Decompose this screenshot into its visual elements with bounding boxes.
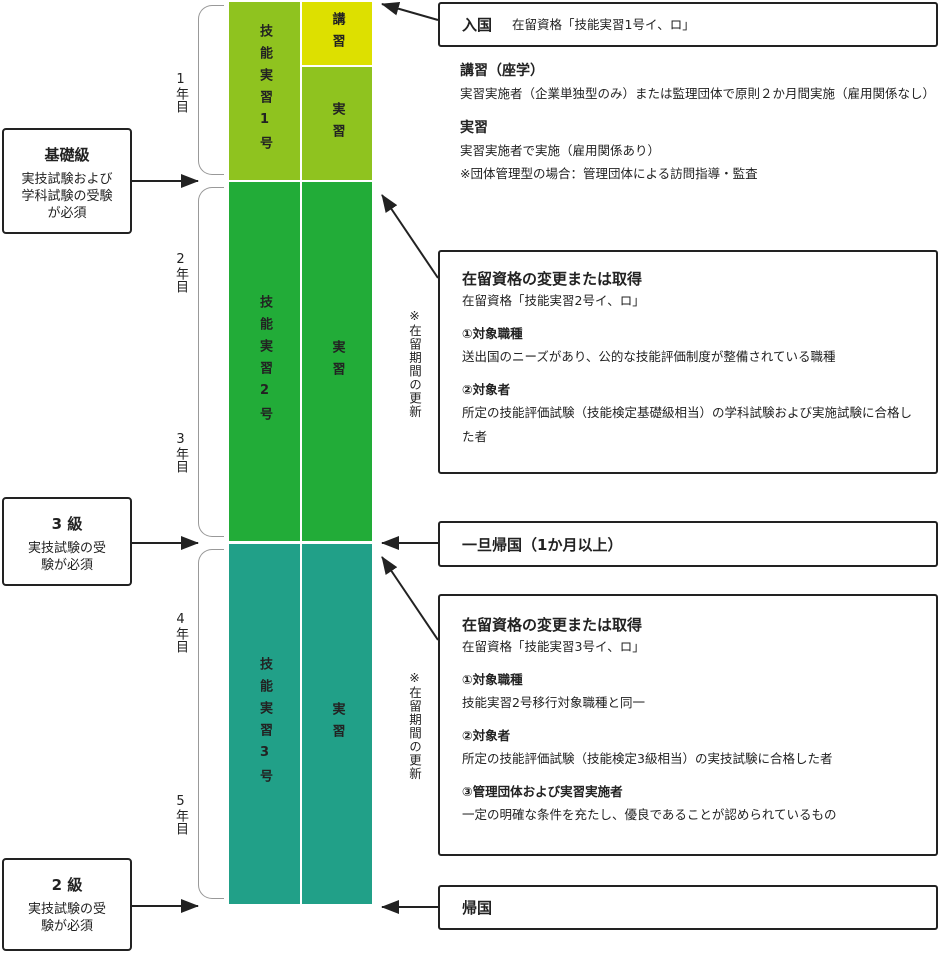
return-box: 帰国 xyxy=(438,885,938,930)
change3-status: 在留資格「技能実習3号イ、ロ」 xyxy=(462,639,645,654)
practice2-label: 実習 xyxy=(329,339,345,384)
grade2-box: 2 級 実技試験の受験が必須 xyxy=(2,858,132,951)
year-1: 1年目 xyxy=(173,72,188,113)
renewal-note-2: ※在留期間の更新 xyxy=(407,670,422,781)
practice2-block: 実習 xyxy=(302,182,372,541)
change3-title: 在留資格の変更または取得 xyxy=(462,616,643,634)
tit3-label: 技能実習3号 xyxy=(257,657,272,791)
tit1-label: 技能実習1号 xyxy=(257,24,272,158)
bracket-2 xyxy=(198,187,224,537)
practice1-label: 実習 xyxy=(329,101,345,146)
grade-title: 基礎級 xyxy=(44,146,90,164)
item-text: 一定の明確な条件を充たし、優良であることが認められているもの xyxy=(462,807,837,822)
practice1-block: 実習 xyxy=(302,67,372,180)
tit3-block: 技能実習3号 xyxy=(229,544,300,904)
grade-text: 実技試験および学科試験の受験が必須 xyxy=(21,172,113,221)
change2-title: 在留資格の変更または取得 xyxy=(462,270,643,288)
item-text: 技能実習2号移行対象職種と同一 xyxy=(462,695,645,710)
entry-title: 入国 xyxy=(462,16,493,34)
grade-title: 3 級 xyxy=(51,515,83,533)
lecture-info-text: 実習実施者（企業単独型のみ）または監理団体で原則２か月間実施（雇用関係なし） xyxy=(460,86,936,101)
lecture-info: 講習（座学） 実習実施者（企業単独型のみ）または監理団体で原則２か月間実施（雇用… xyxy=(460,60,936,185)
tit2-label: 技能実習2号 xyxy=(257,294,272,429)
change2-status: 在留資格「技能実習2号イ、ロ」 xyxy=(462,293,645,308)
year-4: 4年目 xyxy=(173,612,188,653)
item-head: ③管理団体および実習実施者 xyxy=(462,784,623,799)
item-head: ②対象者 xyxy=(462,382,511,397)
item-text: 所定の技能評価試験（技能検定基礎級相当）の学科試験および実施試験に合格した者 xyxy=(462,405,913,444)
temp-return-label: 一旦帰国（1か月以上） xyxy=(462,535,623,554)
item-text: 送出国のニーズがあり、公的な技能評価制度が整備されている職種 xyxy=(462,349,836,364)
lecture-info-title: 講習（座学） xyxy=(460,63,544,79)
entry-status: 在留資格「技能実習1号イ、ロ」 xyxy=(512,16,695,32)
return-label: 帰国 xyxy=(462,899,493,917)
grade3-box: 3 級 実技試験の受験が必須 xyxy=(2,497,132,586)
basic-grade-box: 基礎級 実技試験および学科試験の受験が必須 xyxy=(2,128,132,234)
practice-info-note: ※団体管理型の場合：管理団体による訪問指導・監査 xyxy=(460,166,758,181)
tit1-block: 技能実習1号 xyxy=(229,2,300,180)
temp-return-box: 一旦帰国（1か月以上） xyxy=(438,521,938,567)
bracket-3 xyxy=(198,549,224,899)
year-3: 3年目 xyxy=(173,432,188,473)
tit2-block: 技能実習2号 xyxy=(229,182,300,541)
arrow-entry xyxy=(381,1,439,21)
renewal-note-1: ※在留期間の更新 xyxy=(407,308,422,419)
bracket-1 xyxy=(198,5,224,175)
arrow-change2 xyxy=(381,194,439,279)
arrow-change3 xyxy=(381,556,439,641)
lecture-block: 講習 xyxy=(302,2,372,65)
practice3-block: 実習 xyxy=(302,544,372,904)
entry-box: 入国 在留資格「技能実習1号イ、ロ」 xyxy=(438,2,938,47)
practice3-label: 実習 xyxy=(329,702,345,746)
year-5: 5年目 xyxy=(173,794,188,835)
item-text: 所定の技能評価試験（技能検定3級相当）の実技試験に合格した者 xyxy=(462,751,833,766)
item-head: ②対象者 xyxy=(462,728,511,743)
year-2: 2年目 xyxy=(173,252,188,293)
item-head: ①対象職種 xyxy=(462,672,523,687)
item-head: ①対象職種 xyxy=(462,326,523,341)
lecture-label: 講習 xyxy=(329,11,345,56)
grade-text: 実技試験の受験が必須 xyxy=(27,902,106,934)
change3-box: 在留資格の変更または取得 在留資格「技能実習3号イ、ロ」 ①対象職種 技能実習2… xyxy=(438,594,938,856)
change2-box: 在留資格の変更または取得 在留資格「技能実習2号イ、ロ」 ①対象職種 送出国のニ… xyxy=(438,250,938,474)
practice-info-text: 実習実施者で実施（雇用関係あり） xyxy=(460,143,661,158)
grade-title: 2 級 xyxy=(51,876,83,894)
practice-info-title: 実習 xyxy=(460,120,488,136)
grade-text: 実技試験の受験が必須 xyxy=(27,541,106,573)
